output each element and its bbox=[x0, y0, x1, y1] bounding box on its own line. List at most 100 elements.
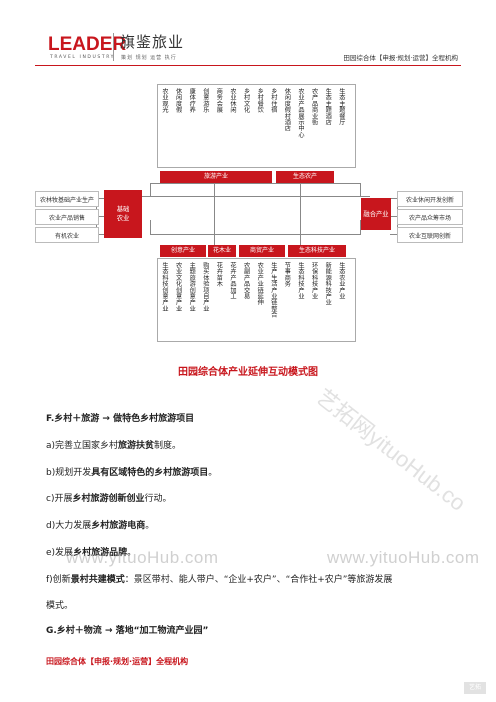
item-f-pre: f)创新 bbox=[46, 575, 71, 585]
item-d-bold: 乡村旅游电商 bbox=[91, 521, 146, 531]
item-f-line2: 模式。 bbox=[46, 601, 74, 611]
bottom-column: 新能源科技产业 bbox=[324, 262, 332, 306]
top-column: 休闲度假 bbox=[174, 88, 182, 113]
top-column: 乡村餐饮 bbox=[256, 88, 264, 113]
right-item-3: 农业互联网创新 bbox=[397, 227, 463, 243]
commerce-industry-bar: 商贸产业 bbox=[239, 245, 285, 257]
top-column: 生态主题酒店 bbox=[324, 88, 332, 126]
top-column: 农业观光 bbox=[161, 88, 168, 113]
heading-f-lead: F.乡村＋旅游 bbox=[46, 414, 103, 424]
connector-left-3 bbox=[96, 234, 104, 235]
bottom-column: 生态科技产业 bbox=[297, 262, 304, 300]
bottom-column: 主题旅游创意产业 bbox=[188, 262, 196, 312]
item-e: e)发展乡村旅游品牌。 bbox=[46, 545, 136, 558]
tourism-industry-bar: 旅游产业 bbox=[160, 171, 272, 183]
bottom-column: 环保科技产业 bbox=[310, 262, 318, 300]
right-item-2: 农产品众筹市场 bbox=[397, 209, 463, 225]
fusion-industry-node: 融合产业 bbox=[361, 198, 391, 230]
bottom-column: 农业文化创意产业 bbox=[174, 262, 182, 312]
bottom-column: 购买体验项目产业 bbox=[201, 262, 209, 312]
item-a-pre: a)完善立国家乡村 bbox=[46, 441, 119, 451]
eco-tech-industry-bar: 生态科技产业 bbox=[288, 245, 346, 257]
item-a-bold: 旅游扶贫 bbox=[118, 441, 155, 451]
header-rule bbox=[35, 65, 461, 66]
watermark-right: www.yituoHub.com bbox=[327, 548, 480, 567]
connector-line-v2 bbox=[300, 183, 301, 245]
right-item-1: 农业休闲开发创新 bbox=[397, 191, 463, 207]
item-b-post: 。 bbox=[208, 468, 218, 478]
connector-right-3 bbox=[390, 234, 398, 235]
top-column: 康体疗养 bbox=[188, 88, 196, 113]
bottom-column: 花卉苗木 bbox=[215, 262, 223, 287]
heading-g-tail: 落地“加工物流产业园” bbox=[112, 626, 209, 636]
top-column: 乡村文化 bbox=[242, 88, 250, 113]
item-a: a)完善立国家乡村旅游扶贫制度。 bbox=[46, 438, 181, 451]
top-column: 农业产品展示中心 bbox=[297, 88, 304, 138]
item-f-bold: 景村共建模式 bbox=[70, 575, 125, 585]
bottom-column: 农副产品交易 bbox=[242, 262, 250, 300]
item-c-bold: 乡村旅游创新创业 bbox=[72, 494, 145, 504]
watermark-diagonal: 艺拓网yituoHub.co bbox=[311, 383, 471, 516]
connector-line-v3 bbox=[150, 183, 151, 196]
top-column: 乡村住宿 bbox=[269, 88, 277, 113]
top-column: 生态主题餐厅 bbox=[337, 88, 345, 126]
bottom-column: 花卉产品加工 bbox=[229, 262, 236, 300]
connector-line-top bbox=[150, 183, 361, 184]
footer-title: 田园综合体【申报·规划·运营】全程机构 bbox=[46, 657, 189, 666]
connector-line-v1 bbox=[214, 183, 215, 245]
arrow-icon: → bbox=[104, 626, 113, 636]
item-d-pre: d)大力发展 bbox=[46, 521, 92, 531]
heading-f-tail: 做特色乡村旅游项目 bbox=[109, 414, 195, 424]
watermark-left: www.yituoHub.com bbox=[66, 548, 219, 567]
logo-en-subtitle: TRAVEL INDUSTRY bbox=[50, 55, 115, 60]
heading-g-lead: G.乡村＋物流 bbox=[46, 626, 105, 636]
heading-f: F.乡村＋旅游 → 做特色乡村旅游项目 bbox=[46, 411, 194, 424]
connector-right-2 bbox=[390, 216, 398, 217]
item-b-pre: b)规划开发 bbox=[46, 468, 92, 478]
bottom-column: 农业产业链延伸 bbox=[256, 262, 264, 306]
bottom-column: 生态农业产业 bbox=[337, 262, 345, 300]
item-c-post: 行动。 bbox=[144, 494, 172, 504]
bottom-column: 生态科技创意产业 bbox=[161, 262, 168, 312]
logo-cn: 旗鉴旅业 bbox=[120, 33, 185, 51]
logo-divider bbox=[113, 33, 114, 61]
item-e-post: 。 bbox=[127, 548, 137, 558]
connector-line-v4 bbox=[360, 183, 361, 196]
left-item-1: 农林牧基础产业生产 bbox=[35, 191, 99, 207]
item-b-bold: 具有区域特色的乡村旅游项目 bbox=[91, 468, 209, 478]
arrow-icon: → bbox=[102, 414, 110, 424]
item-e-pre: e)发展 bbox=[46, 548, 74, 558]
left-item-3: 有机农业 bbox=[35, 227, 99, 243]
top-column-box bbox=[157, 84, 356, 168]
item-b: b)规划开发具有区域特色的乡村旅游项目。 bbox=[46, 465, 217, 478]
connector-line-h bbox=[123, 196, 370, 197]
industry-diagram: 农业观光休闲度假康体疗养创意游乐商务会展农业休闲乡村文化乡村餐饮乡村住宿休闲度假… bbox=[35, 84, 463, 378]
connector-left-2 bbox=[96, 216, 104, 217]
item-d-post: 。 bbox=[145, 521, 155, 531]
watermark-corner: 艺拓 bbox=[464, 682, 486, 694]
header-title: 田园综合体【申报·规划·运营】全程机构 bbox=[343, 54, 458, 62]
creative-industry-bar: 创意产业 bbox=[160, 245, 206, 257]
item-f-line1: f)创新景村共建模式：景区带村、能人带户、“企业+农户”、“合作社+农户”等旅游… bbox=[46, 572, 392, 585]
left-item-2: 农业产品销售 bbox=[35, 209, 99, 225]
top-column: 创意游乐 bbox=[201, 88, 209, 113]
item-c: c)开展乡村旅游创新创业行动。 bbox=[46, 491, 172, 504]
flower-industry-bar: 花木业 bbox=[208, 245, 236, 257]
bottom-column-box bbox=[157, 258, 356, 342]
item-c-pre: c)开展 bbox=[46, 494, 73, 504]
top-column: 农产品商业街 bbox=[310, 88, 318, 126]
item-e-bold: 乡村旅游品牌 bbox=[73, 548, 128, 558]
top-column: 商务会展 bbox=[215, 88, 223, 113]
connector-line-bottom bbox=[150, 234, 361, 235]
bottom-column: 生产生活产业链整合 bbox=[269, 262, 277, 318]
item-a-post: 制度。 bbox=[154, 441, 182, 451]
connector-left-1 bbox=[96, 198, 104, 199]
top-column: 休闲度假村酒店 bbox=[283, 88, 291, 132]
connector-right-1 bbox=[390, 198, 398, 199]
heading-g: G.乡村＋物流 → 落地“加工物流产业园” bbox=[46, 623, 208, 636]
logo-cn-subtitle: 策划 规划 运营 执行 bbox=[121, 55, 177, 61]
connector-line-v5 bbox=[150, 220, 151, 234]
item-d: d)大力发展乡村旅游电商。 bbox=[46, 518, 154, 531]
bottom-column: 节事商务 bbox=[283, 262, 291, 287]
logo-en: LEADER bbox=[48, 34, 127, 55]
